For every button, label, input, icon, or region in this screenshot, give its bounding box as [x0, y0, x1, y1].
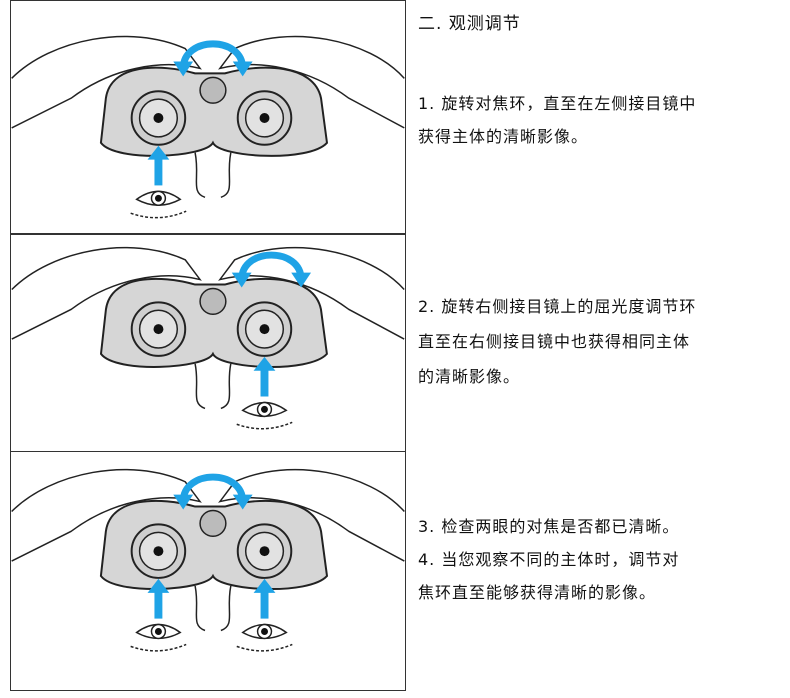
- up-arrow-icon: [154, 590, 163, 619]
- binoculars-both-eyes-illustration: [11, 468, 405, 652]
- illustration-step-2: [10, 234, 406, 452]
- eye-icon: [236, 401, 293, 430]
- rotate-arrow-icon: [238, 251, 305, 281]
- eye-icon: [130, 190, 187, 219]
- step-1-line-1: 1. 旋转对焦环，直至在左侧接目镜中: [418, 94, 697, 113]
- left-hand: [11, 35, 202, 129]
- left-hand: [11, 468, 202, 562]
- up-arrow-icon: [260, 590, 269, 619]
- step-4-line-2: 焦环直至能够获得清晰的影像。: [418, 583, 657, 602]
- focus-wheel: [199, 287, 227, 316]
- step-2-line-3: 的清晰影像。: [418, 367, 521, 386]
- nose: [194, 363, 232, 410]
- focus-wheel: [199, 509, 227, 538]
- illustration-step-3: [10, 451, 406, 691]
- step-2-line-2: 直至在右侧接目镜中也获得相同主体: [418, 332, 691, 351]
- eye-icon: [130, 623, 187, 652]
- step-2-line-1: 2. 旋转右侧接目镜上的屈光度调节环: [418, 297, 697, 316]
- eye-icon: [236, 623, 293, 652]
- left-hand: [11, 246, 202, 340]
- illustration-step-1: [10, 0, 406, 234]
- step-4-line-1: 4. 当您观察不同的主体时，调节对: [418, 550, 680, 569]
- binoculars-diopter-illustration: [11, 246, 405, 430]
- nose: [194, 585, 232, 632]
- nose: [194, 152, 232, 199]
- step-3-line-1: 3. 检查两眼的对焦是否都已清晰。: [418, 517, 680, 536]
- rotate-arrow-icon: [179, 40, 247, 69]
- rotate-arrow-icon: [179, 473, 247, 503]
- right-hand: [218, 246, 405, 340]
- up-arrow-icon: [154, 157, 163, 186]
- step-1-line-2: 获得主体的清晰影像。: [418, 127, 589, 146]
- up-arrow-icon: [260, 368, 269, 397]
- focus-wheel: [199, 76, 227, 104]
- binoculars-focus-illustration: [11, 35, 405, 219]
- section-heading: 二. 观测调节: [418, 14, 521, 34]
